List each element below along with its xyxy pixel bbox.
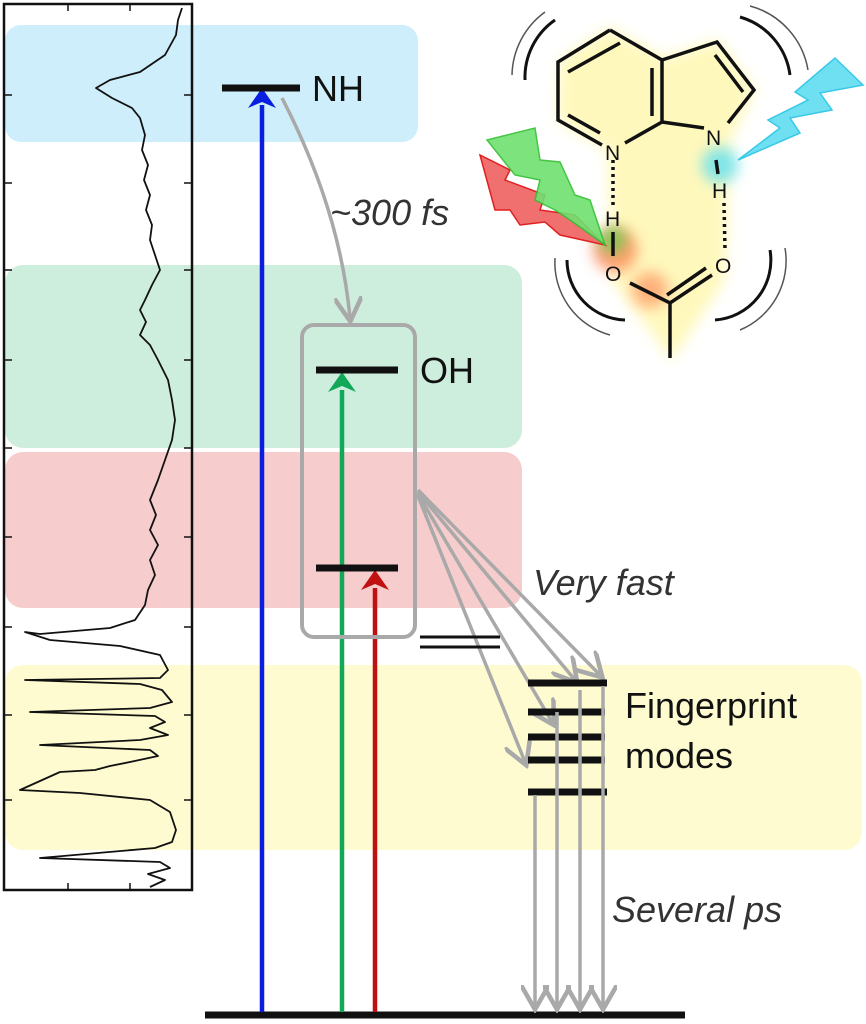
oh-label: OH <box>420 350 474 391</box>
vibration-arcs-icon <box>511 5 809 336</box>
very-fast-label: Very fast <box>533 562 676 603</box>
modes-label: modes <box>625 735 733 776</box>
fingerprint-relaxation-arrows <box>535 686 603 1006</box>
ir-spectrum-panel <box>2 2 194 892</box>
hydrogen-bonds <box>611 160 727 251</box>
spectrum-trace <box>19 7 183 888</box>
atom-h-oh: H <box>605 208 620 231</box>
nh-band <box>5 25 418 142</box>
nh-to-oh-timescale: ~300 fs <box>330 192 449 233</box>
nh-label: NH <box>312 68 364 109</box>
atom-n-pyrrole: N <box>706 127 721 150</box>
fingerprint-label: Fingerprint <box>625 685 797 726</box>
nh-excitation-arrow <box>248 88 276 1012</box>
molecule-bonds <box>556 28 757 358</box>
nh-to-oh-arrow <box>280 97 350 318</box>
red-excitation-arrow <box>361 570 389 1012</box>
several-ps-label: Several ps <box>612 889 782 930</box>
azaindole-acetic-acid-complex: N N H H O O <box>478 5 865 360</box>
oh-to-fingerprint-arrows <box>416 488 600 762</box>
cyan-lightning-icon <box>737 56 865 161</box>
fingerprint-band <box>5 665 862 850</box>
molecule-glow <box>558 28 755 360</box>
atom-h-nh: H <box>712 180 727 203</box>
oh-excitation-arrow <box>328 372 356 1012</box>
axis-ticks <box>4 4 192 890</box>
atom-n-pyridine: N <box>605 142 620 165</box>
fingerprint-levels <box>528 679 607 796</box>
atom-o-carbonyl: O <box>715 255 731 278</box>
atom-o-hydroxyl: O <box>605 263 621 286</box>
green-lightning-icon <box>485 127 607 247</box>
